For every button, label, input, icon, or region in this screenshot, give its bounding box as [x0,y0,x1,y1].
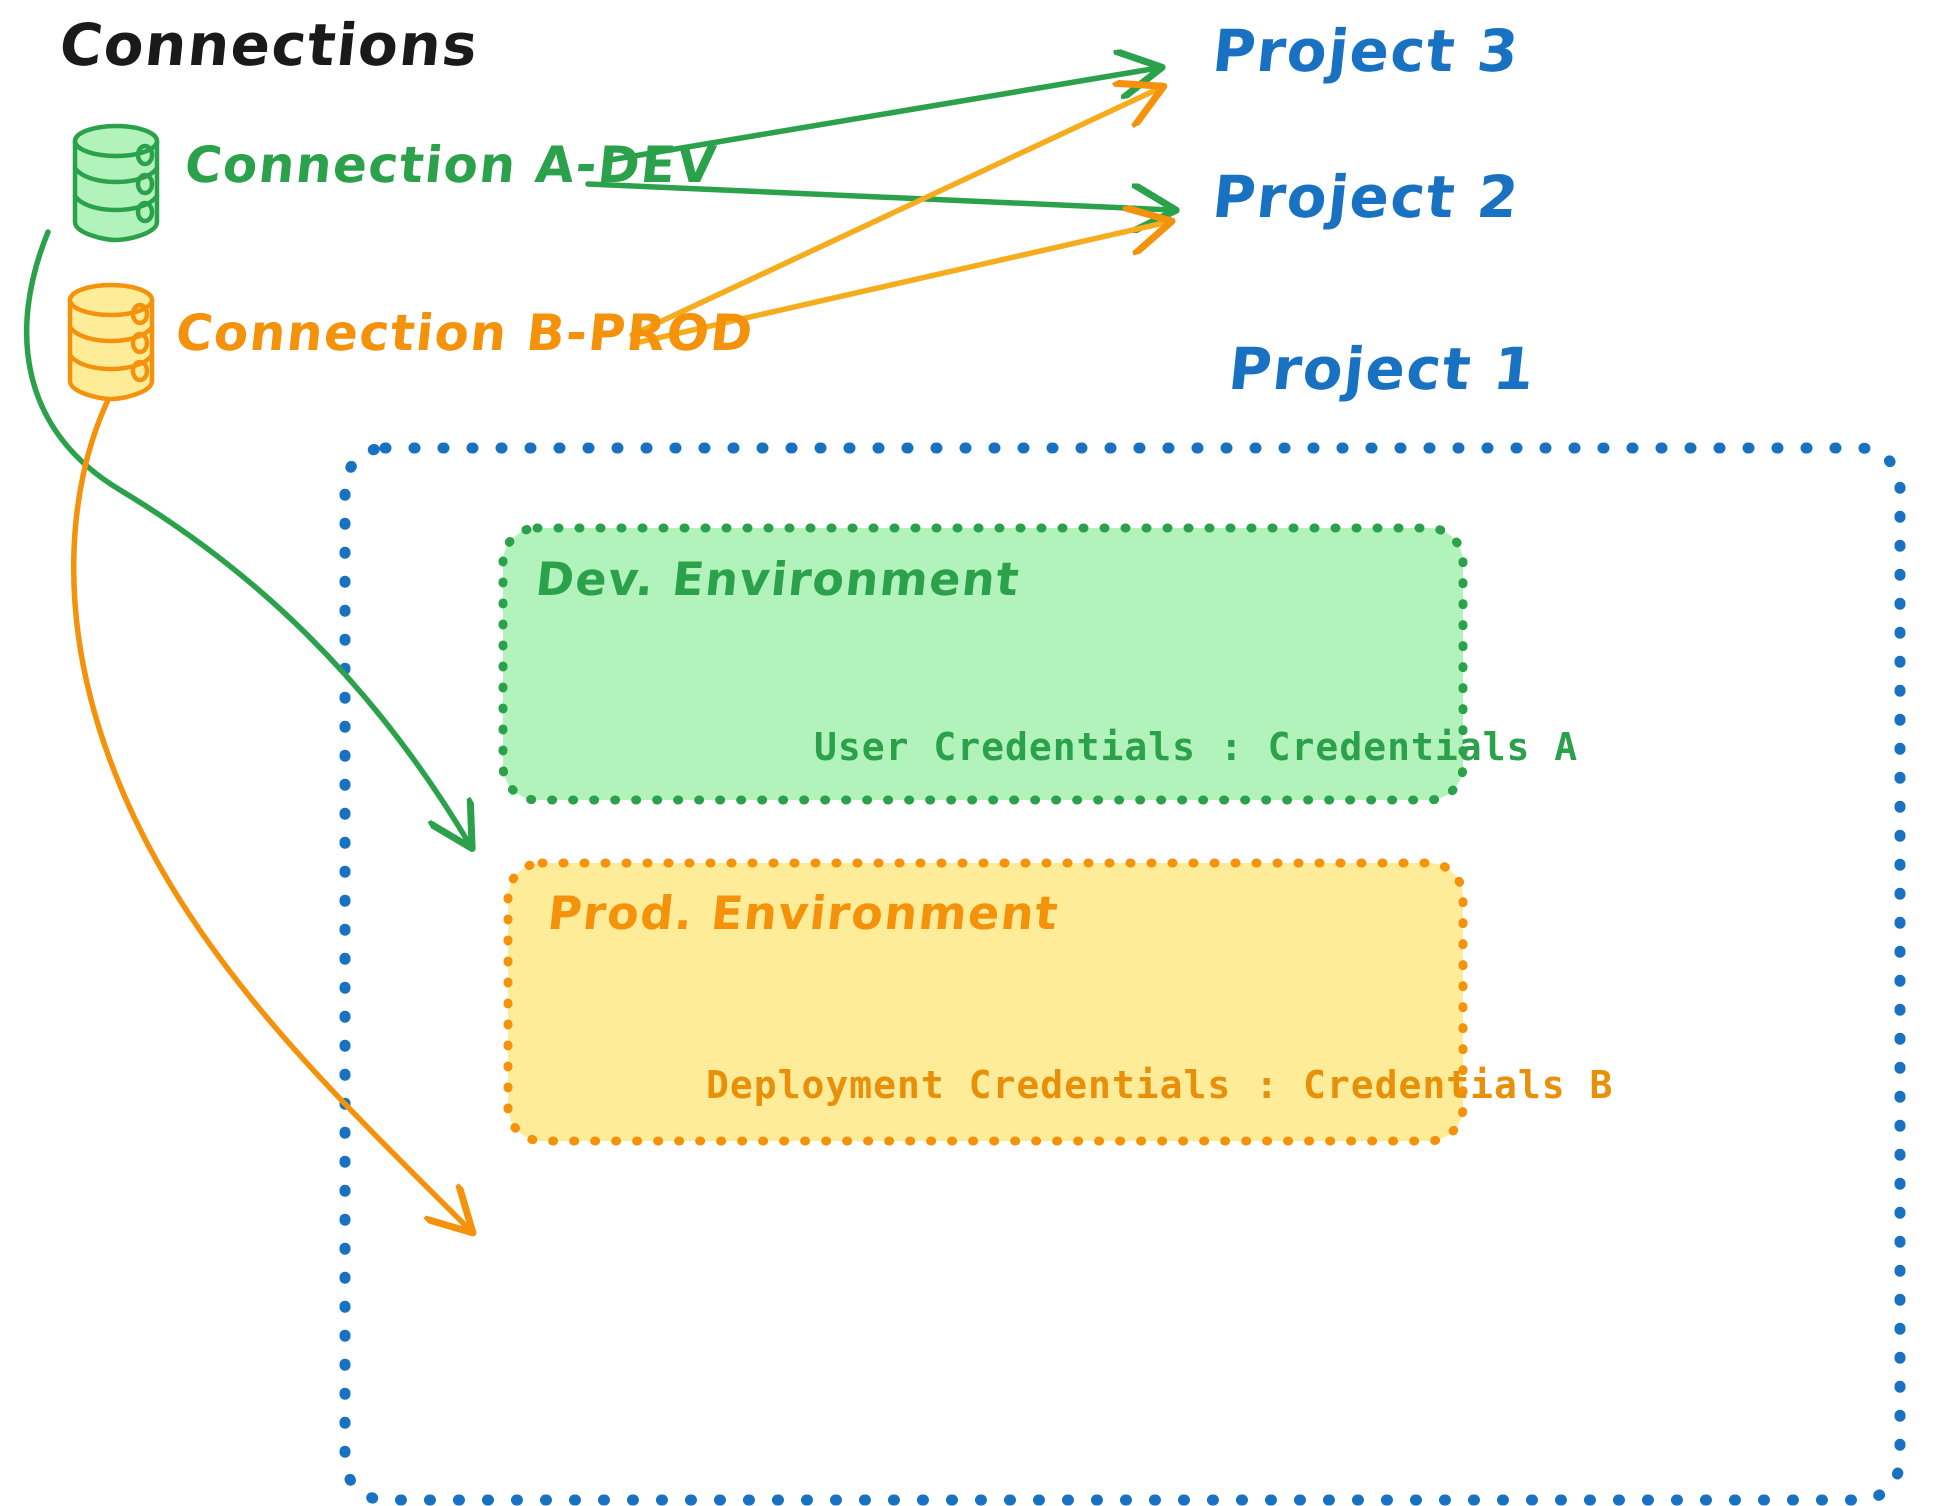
dev-environment-border [498,523,1468,805]
database-icon-connection-b[interactable] [67,282,155,402]
arrow-conn-b-to-prod-environment [71,397,470,1230]
arrow-conn-a-to-project-2 [585,181,1172,210]
project-1-border [339,442,1906,1506]
project-2-label[interactable]: Project 2 [1209,163,1523,231]
prod-environment-credentials: Deployment Credentials : Credentials B [706,1063,1614,1107]
dev-environment-title: Dev. Environment [533,552,1023,606]
arrow-conn-a-to-project-3 [607,68,1158,163]
page-title: Connections [56,11,483,79]
arrow-conn-b-to-project-3 [629,88,1160,338]
arrow-conn-a-to-dev-environment [23,229,470,845]
database-icon-connection-a[interactable] [72,123,160,243]
dev-environment-credentials: User Credentials : Credentials A [814,725,1579,769]
prod-environment-title: Prod. Environment [545,886,1062,940]
project-1-container [339,442,1906,1506]
arrow-conn-b-to-project-2 [637,222,1168,345]
dev-environment-box[interactable] [498,523,1468,805]
prod-environment-box[interactable] [503,858,1468,1146]
project-3-label[interactable]: Project 3 [1209,17,1523,85]
connection-a-label[interactable]: Connection A-DEV [181,136,721,194]
project-1-label[interactable]: Project 1 [1225,335,1539,403]
connection-b-label[interactable]: Connection B-PROD [172,304,757,362]
prod-environment-border [503,858,1468,1146]
